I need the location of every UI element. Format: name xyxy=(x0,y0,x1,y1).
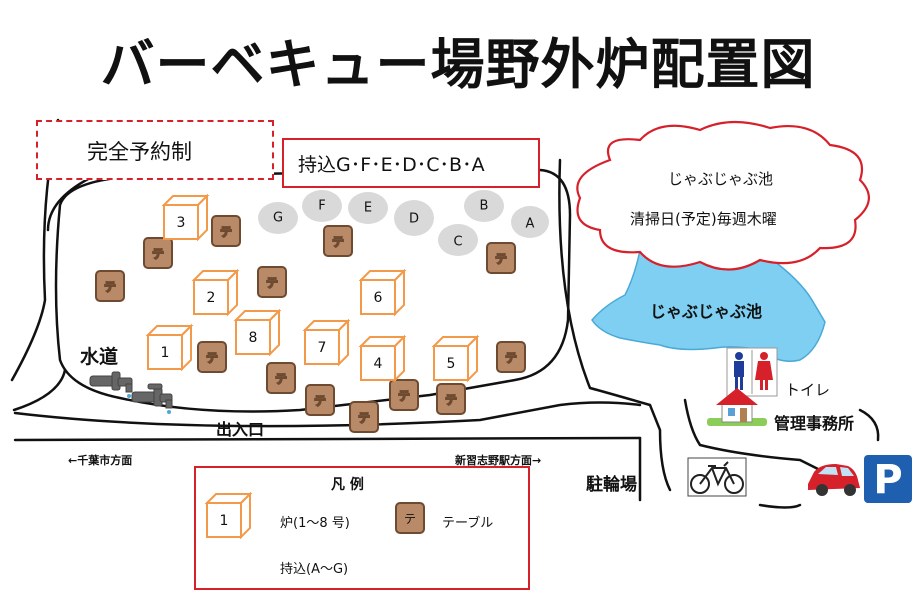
furnace-number: 2 xyxy=(207,290,216,306)
pond-cloud-title: じゃぶじゃぶ池 xyxy=(668,170,774,188)
bring-in-box xyxy=(282,138,540,188)
table-label: テ xyxy=(104,280,116,294)
table-3: テ xyxy=(95,270,125,302)
table-label: テ xyxy=(445,393,457,407)
bring-in-spot-A xyxy=(511,206,549,238)
bicycle-icon xyxy=(687,457,747,497)
bring-in-label-B: B xyxy=(480,199,489,214)
bring-in-label-F: F xyxy=(318,199,325,214)
path-outlines xyxy=(10,118,880,509)
table-4: テ xyxy=(257,266,287,298)
legend-title: 凡 例 xyxy=(331,477,364,493)
toilet-label: トイレ xyxy=(785,381,831,399)
bring-in-spot-F xyxy=(302,190,342,222)
furnace-6: 6 xyxy=(358,268,407,317)
furnace-2: 2 xyxy=(191,268,240,317)
table-label: テ xyxy=(152,247,164,261)
furnace-1: 1 xyxy=(145,323,194,372)
table-9: テ xyxy=(266,362,296,394)
road-lower-edge xyxy=(13,436,642,442)
direction-left: ←千葉市方面 xyxy=(68,454,133,467)
furnace-number: 6 xyxy=(374,290,383,306)
pond-label: じゃぶじゃぶ池 xyxy=(650,302,763,321)
furnace-number: 5 xyxy=(447,356,456,372)
right-road-e xyxy=(758,503,802,509)
car-icon xyxy=(808,464,860,496)
table-label: テ xyxy=(275,372,287,386)
right-road-a xyxy=(558,158,672,492)
parking-letter: P xyxy=(873,457,902,503)
reservation-label: 完全予約制 xyxy=(87,140,192,164)
table-8: テ xyxy=(496,341,526,373)
table-10: テ xyxy=(305,384,335,416)
furnaces: 1 2 3 4 5 6 7 8 xyxy=(145,193,480,383)
table-label: テ xyxy=(332,235,344,249)
legend-furnace-desc: 炉(1～8 号) xyxy=(280,516,350,531)
tables: テテテテテテテテテテテテテ xyxy=(95,215,526,433)
left-path-inner xyxy=(46,176,92,232)
furnace-number: 4 xyxy=(374,356,383,372)
furnace-number: 3 xyxy=(177,215,186,231)
page-title: バーベキュー場野外炉配置図 xyxy=(100,33,816,96)
table-label: テ xyxy=(398,389,410,403)
right-road-d xyxy=(858,408,880,442)
toilet-icon xyxy=(726,347,778,397)
bring-in-spot-C xyxy=(438,224,478,256)
table-12: テ xyxy=(389,379,419,411)
table-label: テ xyxy=(358,411,370,425)
right-road-c xyxy=(683,398,822,472)
bring-in-spot-E xyxy=(348,192,388,224)
table-label: テ xyxy=(495,252,507,266)
bring-in-spots xyxy=(208,190,549,583)
table-label: テ xyxy=(314,394,326,408)
office-label: 管理事務所 xyxy=(774,414,855,433)
bring-in-label: 持込G･F･E･D･C･B･A xyxy=(298,154,485,176)
table-label: テ xyxy=(505,351,517,365)
bring-in-label-C: C xyxy=(453,235,462,250)
furnace-3: 3 xyxy=(161,193,210,242)
furnace-7: 7 xyxy=(302,318,351,367)
legend-box: 凡 例 炉(1～8 号) テーブル 持込(A～G) xyxy=(194,466,530,590)
table-6: テ xyxy=(323,225,353,257)
bring-in-label-D: D xyxy=(409,212,419,227)
table-7: テ xyxy=(486,242,516,274)
table-label: テ xyxy=(266,276,278,290)
table-11: テ xyxy=(349,401,379,433)
reservation-box xyxy=(36,120,274,180)
legend-bring-in-desc: 持込(A～G) xyxy=(280,562,349,577)
pond-cloud xyxy=(576,120,870,271)
bicycle-parking-label: 駐輪場 xyxy=(586,475,637,495)
furnace-8: 8 xyxy=(233,308,282,357)
entrance-label: 出入口 xyxy=(216,420,265,439)
bring-in-label-E: E xyxy=(364,201,372,216)
furnace-number: 7 xyxy=(318,340,327,356)
furnace-4: 4 xyxy=(358,334,407,383)
furnace-number: 1 xyxy=(161,345,170,361)
table-2: テ xyxy=(143,237,173,269)
office-house-icon xyxy=(707,388,767,426)
direction-right: 新習志野駅方面→ xyxy=(455,454,542,467)
left-path-lower xyxy=(12,368,67,412)
table-label: テ xyxy=(206,351,218,365)
legend-table-desc: テーブル xyxy=(442,516,494,531)
bring-in-spot-D xyxy=(394,200,434,236)
bring-in-spot-B xyxy=(464,190,504,222)
table-label: テ xyxy=(220,225,232,239)
table-5: テ xyxy=(197,341,227,373)
furnace-5: 5 xyxy=(431,334,480,383)
bring-in-label-G: G xyxy=(273,211,283,226)
pond-cloud-note: 清掃日(予定)毎週木曜 xyxy=(630,210,777,228)
bring-in-spot-G xyxy=(258,202,298,234)
table-1: テ xyxy=(211,215,241,247)
water-faucet-icon xyxy=(89,371,173,414)
parking-sign xyxy=(864,455,912,503)
furnace-number: 8 xyxy=(249,330,258,346)
water-label: 水道 xyxy=(80,346,119,368)
bring-in-label-A: A xyxy=(526,217,535,232)
table-13: テ xyxy=(436,383,466,415)
